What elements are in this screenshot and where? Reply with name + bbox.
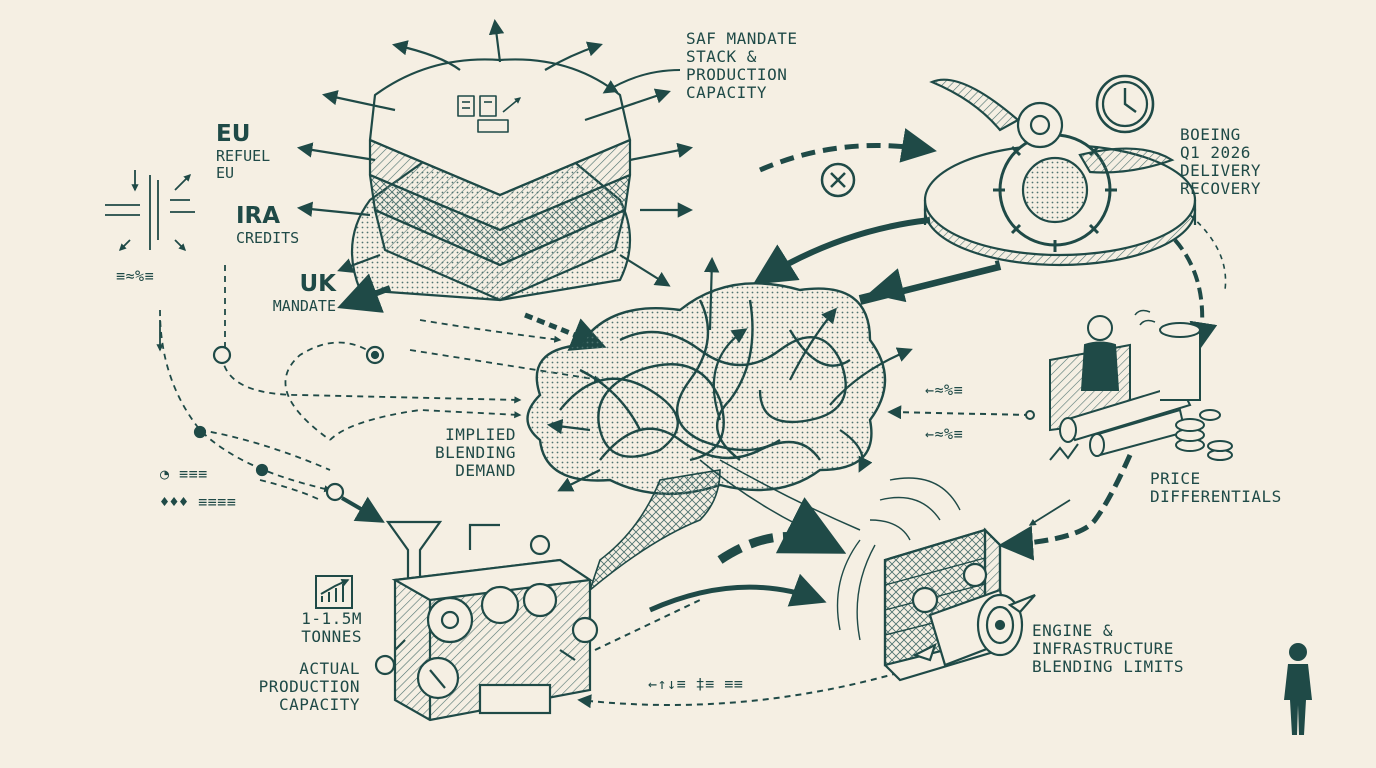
engine-brick-wall-icon	[883, 527, 1036, 682]
uk-line-1: MANDATE	[272, 296, 336, 315]
saf-mandate-line-2: STACK &	[686, 46, 757, 66]
saf-mandate-line-4: CAPACITY	[686, 82, 768, 102]
boeing-label: BOEING Q1 2026 DELIVERY RECOVERY	[1180, 126, 1261, 198]
stack-radiating-arrows	[296, 18, 694, 287]
policy-flow-lines	[159, 265, 602, 501]
eu-label: EU REFUEL EU	[216, 121, 271, 182]
boeing-line-1: BOEING	[1180, 125, 1241, 144]
bottom-glyph-cluster: ←↑↓≡ ‡≡ ≡≡	[648, 675, 744, 693]
price-differentials-icon	[1049, 309, 1233, 461]
saf-label-pointer	[602, 69, 681, 94]
policy-nodes	[193, 345, 385, 502]
left-lower-glyph: ◔ ≡≡≡	[160, 465, 208, 483]
implied-demand-label: IMPLIED BLENDING DEMAND	[404, 426, 516, 480]
left-percent-glyph: ≡≈%≡	[116, 267, 155, 285]
implied-demand-line-2: BLENDING	[434, 442, 516, 462]
eu-line-2: EU	[216, 163, 235, 182]
knot-out-arrows	[546, 256, 913, 492]
price-to-demand-arrow	[887, 405, 1031, 420]
boeing-to-demand-band	[858, 260, 1002, 305]
implied-demand-line-1: IMPLIED	[445, 425, 516, 444]
tonnes-line-1: 1-1.5M	[301, 609, 362, 628]
engine-limits-line-1: ENGINE &	[1032, 621, 1114, 640]
person-silhouette-icon	[1284, 643, 1312, 735]
boeing-line-2: Q1 2026	[1180, 142, 1251, 162]
eu-title: EU	[216, 121, 251, 147]
actual-production-line-2: PRODUCTION	[258, 676, 360, 696]
engine-limits-line-2: INFRASTRUCTURE	[1032, 638, 1174, 658]
blocked-link-arrows	[752, 128, 937, 285]
tonnes-line-2: TONNES	[301, 626, 362, 646]
actual-production-line-1: ACTUAL	[299, 659, 360, 678]
boeing-winged-gear-icon	[923, 74, 1197, 267]
uk-title: UK	[299, 271, 337, 297]
production-to-engine-thick-arrow	[717, 497, 847, 564]
left-glyph-cluster	[105, 170, 195, 352]
eu-line-1: REFUEL	[216, 146, 271, 165]
price-glyph-upper: ←≈%≡	[925, 381, 964, 399]
actual-production-label: ACTUAL PRODUCTION CAPACITY	[246, 660, 360, 714]
uk-mandate-arrow	[337, 273, 392, 313]
boeing-line-4: RECOVERY	[1180, 178, 1262, 198]
price-to-engine-arrow	[998, 453, 1133, 561]
ira-title: IRA	[236, 203, 281, 229]
ira-line-1: CREDITS	[236, 228, 300, 247]
engine-limits-line-3: BLENDING LIMITS	[1032, 656, 1184, 676]
price-differentials-label: PRICE DIFFERENTIALS	[1150, 470, 1282, 506]
engine-limits-label: ENGINE & INFRASTRUCTURE BLENDING LIMITS	[1032, 622, 1184, 676]
left-bottom-glyph: ♦♦♦ ≡≡≡≡	[160, 493, 237, 511]
tonnes-label: 1-1.5M TONNES	[276, 610, 362, 646]
ira-label: IRA CREDITS	[236, 203, 300, 247]
actual-production-line-3: CAPACITY	[278, 694, 360, 714]
boeing-to-price-arrow	[1173, 238, 1218, 351]
uk-label: UK MANDATE	[232, 271, 337, 315]
implied-demand-knot-icon	[526, 282, 887, 496]
saf-mandate-line-3: PRODUCTION	[686, 64, 788, 84]
blend-swirl	[836, 477, 961, 641]
boeing-line-3: DELIVERY	[1180, 160, 1262, 180]
price-line-2: DIFFERENTIALS	[1150, 486, 1282, 506]
rising-chart-icon	[315, 575, 353, 609]
saf-mandate-label: SAF MANDATE STACK & PRODUCTION CAPACITY	[686, 30, 797, 102]
refinery-machine-icon	[374, 520, 599, 722]
saf-mandate-line-1: SAF MANDATE	[686, 29, 798, 48]
saf-mandate-stack-icon	[350, 58, 632, 302]
price-line-1: PRICE	[1150, 469, 1201, 488]
implied-demand-line-3: DEMAND	[455, 460, 516, 480]
price-glyph-lower: ←≈%≡	[925, 425, 964, 443]
